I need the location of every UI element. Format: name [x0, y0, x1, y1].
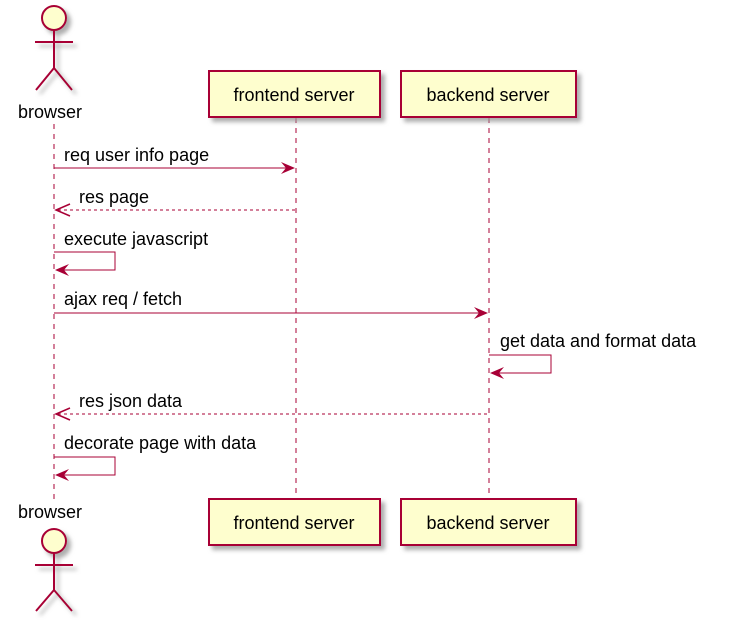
backend-participant-bottom: backend server — [400, 498, 577, 546]
message-label: req user info page — [64, 145, 209, 165]
message-get-data-and-format-data: get data and format data — [489, 331, 697, 379]
browser-label-bottom: browser — [18, 502, 82, 522]
message-label: decorate page with data — [64, 433, 257, 453]
frontend-participant-top: frontend server — [208, 70, 381, 118]
message-decorate-page-with-data: decorate page with data — [54, 433, 257, 481]
frontend-participant-bottom: frontend server — [208, 498, 381, 546]
message-execute-javascript: execute javascript — [54, 229, 208, 276]
actor-figure-icon — [35, 5, 73, 91]
message-label: get data and format data — [500, 331, 697, 351]
message-label: res json data — [79, 391, 183, 411]
message-label: ajax req / fetch — [64, 289, 182, 309]
message-req-user-info-page: req user info page — [54, 145, 295, 174]
backend-label-top: backend server — [426, 85, 549, 105]
browser-label-top: browser — [18, 102, 82, 122]
browser-actor-top: browser — [18, 5, 82, 122]
message-res-page: res page — [54, 187, 296, 217]
backend-label-bottom: backend server — [426, 513, 549, 533]
actor-figure-icon — [35, 528, 73, 612]
message-ajax-req-fetch: ajax req / fetch — [54, 289, 488, 319]
message-label: res page — [79, 187, 149, 207]
frontend-label-bottom: frontend server — [233, 513, 354, 533]
browser-actor-bottom: browser — [18, 502, 82, 612]
backend-participant-top: backend server — [400, 70, 577, 118]
message-res-json-data: res json data — [54, 391, 489, 421]
message-label: execute javascript — [64, 229, 208, 249]
frontend-label-top: frontend server — [233, 85, 354, 105]
